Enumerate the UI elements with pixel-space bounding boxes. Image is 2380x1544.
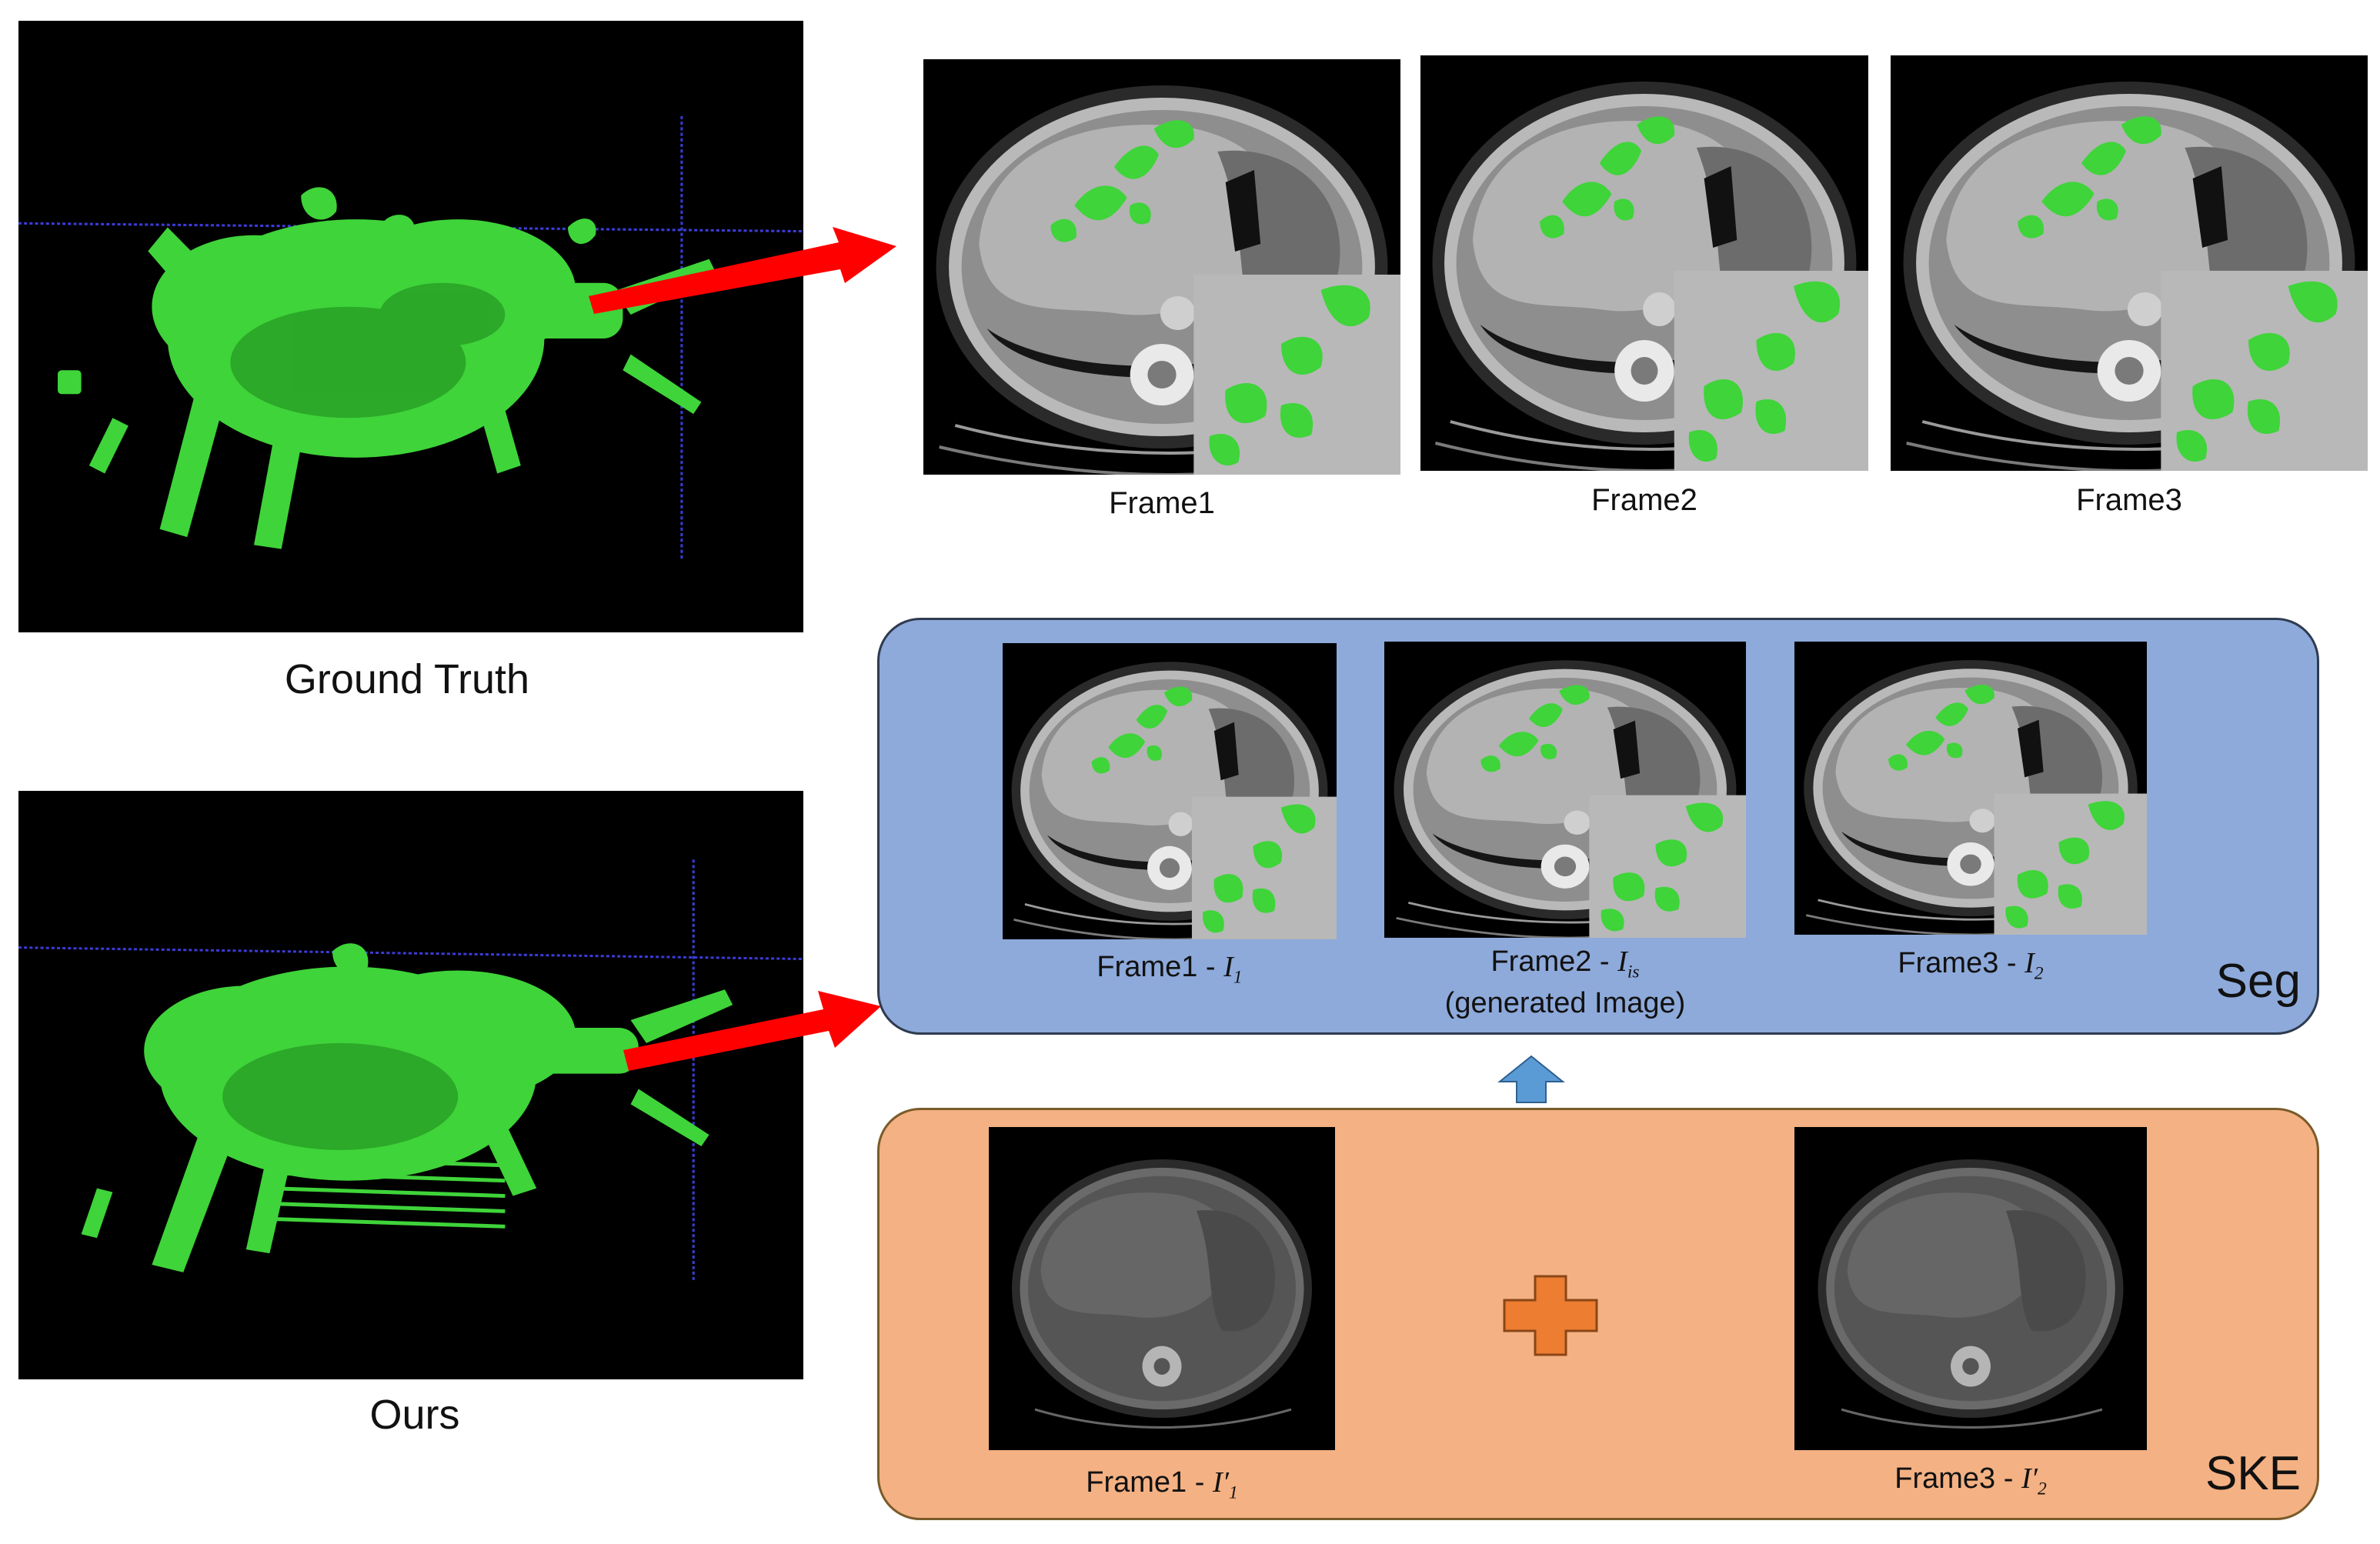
- ground-truth-3d-render: [18, 21, 803, 632]
- seg-frame2-image: [1384, 642, 1746, 938]
- ours-label: Ours: [369, 1392, 460, 1438]
- up-arrow-blue-icon: [1497, 1055, 1565, 1103]
- top-frame2-image: [1420, 55, 1868, 471]
- seg-tag: Seg: [2215, 955, 2301, 1008]
- ground-truth-label: Ground Truth: [284, 656, 530, 702]
- seg-frame2-note: (generated Image): [1444, 987, 1686, 1019]
- ske-frame1-image: [989, 1127, 1335, 1450]
- seg-frame1-label: Frame1 - I1: [1097, 951, 1243, 988]
- ske-frame3-image: [1794, 1127, 2147, 1450]
- ske-tag: SKE: [2205, 1447, 2301, 1500]
- top-frame3-image: [1891, 55, 2368, 471]
- right-arrow-red-icon: [623, 991, 881, 1071]
- plus-icon: [1503, 1275, 1598, 1356]
- ske-frame1-label: Frame1 - I′1: [1086, 1466, 1238, 1503]
- seg-frame3-image: [1794, 642, 2147, 935]
- top-frame3-label: Frame3: [2076, 483, 2182, 517]
- seg-frame2-label: Frame2 - Iis: [1490, 945, 1640, 982]
- ours-3d-render: [18, 791, 803, 1379]
- top-frame1-image: [923, 59, 1400, 475]
- top-frame2-label: Frame2: [1591, 483, 1697, 517]
- seg-frame3-label: Frame3 - I2: [1898, 947, 2044, 984]
- seg-frame1-image: [1003, 643, 1337, 939]
- top-frame1-label: Frame1: [1109, 486, 1215, 520]
- ske-frame3-label: Frame3 - I′2: [1894, 1462, 2047, 1499]
- right-arrow-red-icon: [589, 227, 896, 314]
